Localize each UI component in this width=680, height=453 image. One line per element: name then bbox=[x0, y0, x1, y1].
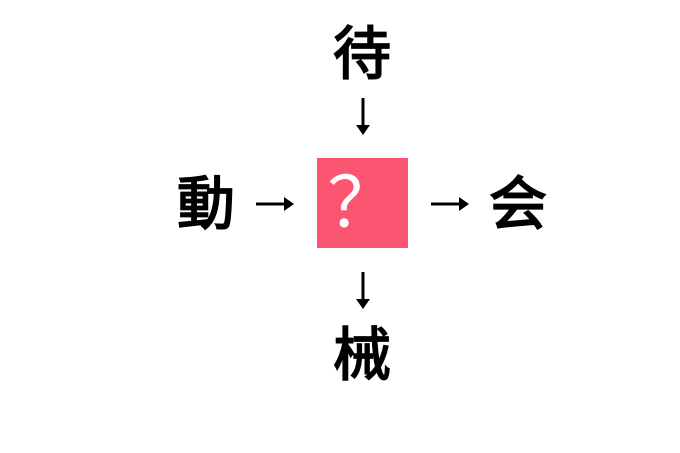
left-kanji: 動 bbox=[176, 170, 235, 238]
top-kanji: 待 bbox=[332, 20, 391, 88]
down-arrow-icon bbox=[356, 272, 370, 309]
answer-box: ？ bbox=[317, 158, 408, 248]
right-arrow-icon bbox=[256, 197, 294, 211]
right-arrow-icon bbox=[431, 197, 469, 211]
down-arrow-icon bbox=[356, 98, 370, 135]
question-mark: ？ bbox=[327, 162, 398, 244]
bottom-kanji: 械 bbox=[332, 321, 391, 389]
right-kanji: 会 bbox=[488, 170, 547, 238]
